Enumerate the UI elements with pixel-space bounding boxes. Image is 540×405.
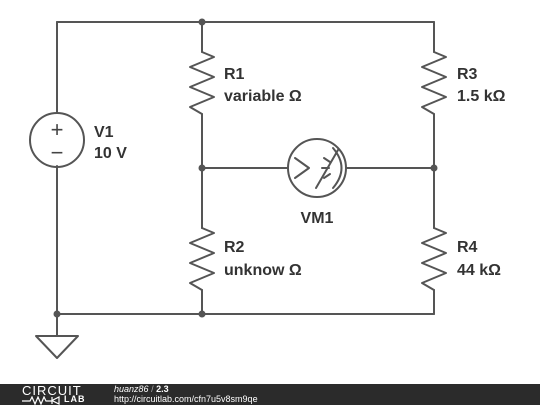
wires bbox=[56, 21, 435, 337]
r3-value: 1.5 kΩ bbox=[457, 88, 506, 105]
path-separator: / bbox=[151, 384, 154, 394]
voltmeter-circle bbox=[287, 138, 347, 198]
footer-url[interactable]: http://circuitlab.com/cfn7u5v8sm9qe bbox=[114, 394, 258, 404]
minus-sign: − bbox=[51, 140, 64, 165]
voltmeter-scale-arc bbox=[332, 147, 343, 189]
r4-value: 44 kΩ bbox=[457, 262, 501, 279]
circuit-schematic: + − V1 10 V R1 variable Ω R3 1.5 kΩ R2 u… bbox=[29, 18, 506, 359]
v1-name: V1 bbox=[94, 124, 114, 141]
r4-name: R4 bbox=[457, 239, 478, 256]
r2-name: R2 bbox=[224, 239, 245, 256]
logo-resistor-icon bbox=[22, 396, 60, 405]
voltage-source-v1[interactable]: + − bbox=[29, 112, 85, 168]
r2-value: unknow Ω bbox=[224, 262, 302, 279]
r3-name: R3 bbox=[457, 66, 478, 83]
project-title[interactable]: 2.3 bbox=[156, 384, 169, 394]
logo-lab-text: LAB bbox=[64, 394, 86, 404]
voltmeter-arrow-icon bbox=[294, 157, 310, 179]
author-link[interactable]: huanz86 bbox=[114, 384, 149, 394]
logo-circuit-text: CIRCUIT bbox=[22, 383, 82, 398]
resistor-r1[interactable] bbox=[189, 51, 215, 115]
node-top-r1 bbox=[198, 18, 206, 26]
vm1-name: VM1 bbox=[301, 210, 334, 227]
voltmeter-ticks bbox=[321, 157, 331, 179]
footer-title-line: huanz86 / 2.3 bbox=[114, 384, 258, 394]
v1-value: 10 V bbox=[94, 145, 127, 162]
voltmeter-vm1[interactable] bbox=[287, 138, 347, 198]
r1-name: R1 bbox=[224, 66, 245, 83]
node-bottom-r2 bbox=[198, 310, 206, 318]
ground-icon bbox=[35, 335, 79, 359]
node-mid-right bbox=[430, 164, 438, 172]
resistor-r4[interactable] bbox=[421, 227, 447, 291]
resistor-r2[interactable] bbox=[189, 227, 215, 291]
resistor-r3[interactable] bbox=[421, 51, 447, 115]
node-mid-left bbox=[198, 164, 206, 172]
voltage-source-circle bbox=[29, 112, 85, 168]
plus-sign: + bbox=[51, 117, 64, 142]
footer-bar: CIRCUIT LAB huanz86 / 2.3 http://circuit… bbox=[0, 383, 540, 405]
footer-meta: huanz86 / 2.3 http://circuitlab.com/cfn7… bbox=[114, 384, 258, 404]
node-bottom-ground bbox=[53, 310, 61, 318]
r1-value: variable Ω bbox=[224, 88, 302, 105]
circuitlab-logo[interactable]: CIRCUIT LAB bbox=[22, 383, 102, 405]
